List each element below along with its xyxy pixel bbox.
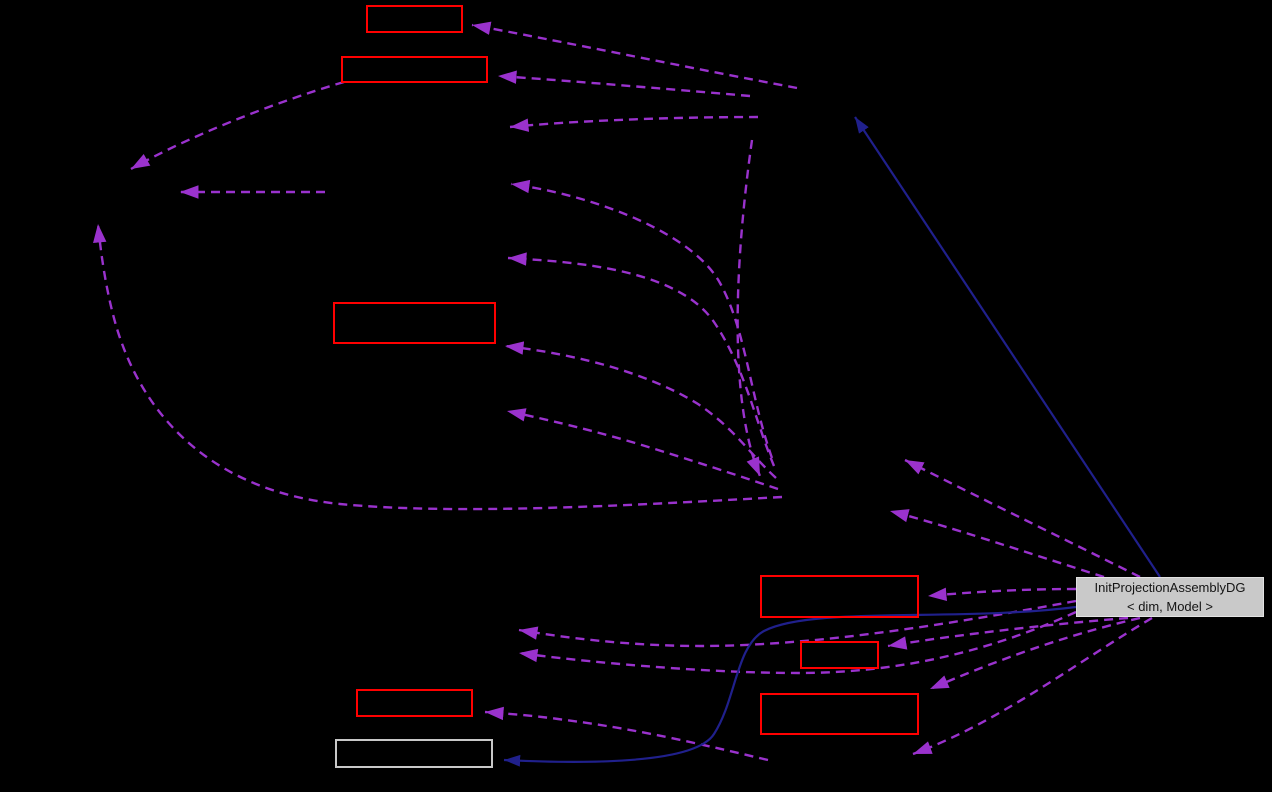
usage-edge-top-to-hub — [736, 139, 762, 477]
inheritance-edge-bottom — [503, 605, 1077, 767]
usage-edge-main-to-node6 — [927, 587, 1077, 602]
usage-edge-hub-to-hidden-b — [510, 179, 774, 459]
usage-edge-main-to-hub-upper — [904, 458, 1141, 579]
usage-edge-main-to-hidden-f — [518, 610, 1077, 675]
red-node-box-3[interactable] — [333, 302, 496, 344]
main-node: InitProjectionAssemblyDG < dim, Model > — [1076, 577, 1264, 617]
usage-edge-hub-to-hidden-d — [506, 408, 779, 491]
usage-edge-hub-to-node3 — [504, 341, 777, 479]
red-node-box-1[interactable] — [366, 5, 463, 33]
usage-edge-main-to-hidden-e — [518, 599, 1077, 648]
usage-edge-bottom-to-node4 — [484, 706, 769, 762]
inheritance-edge-top — [854, 116, 1161, 578]
grey-node-box-5[interactable] — [335, 739, 493, 768]
red-node-box-2[interactable] — [341, 56, 488, 83]
red-node-box-8[interactable] — [760, 693, 919, 735]
usage-edge-hub-to-hidden-c — [507, 252, 776, 467]
red-node-box-6[interactable] — [760, 575, 919, 618]
usage-edge-to-hidden-node-a — [509, 115, 759, 132]
usage-edge-to-node2 — [497, 70, 751, 98]
usage-edge-main-to-bottom-node — [912, 616, 1153, 756]
usage-edge-hub-to-far-left — [93, 223, 783, 511]
main-node-label-line1: InitProjectionAssemblyDG — [1094, 580, 1246, 595]
main-node-label-line2: < dim, Model > — [1127, 598, 1213, 614]
red-node-box-4[interactable] — [356, 689, 473, 717]
usage-edge-node2-to-far-left — [130, 80, 345, 171]
usage-edge-main-to-node7 — [887, 616, 1129, 650]
usage-edge-main-to-node8 — [929, 616, 1141, 691]
red-node-box-7[interactable] — [800, 641, 879, 669]
usage-edge-main-to-hub-lower — [889, 509, 1105, 579]
